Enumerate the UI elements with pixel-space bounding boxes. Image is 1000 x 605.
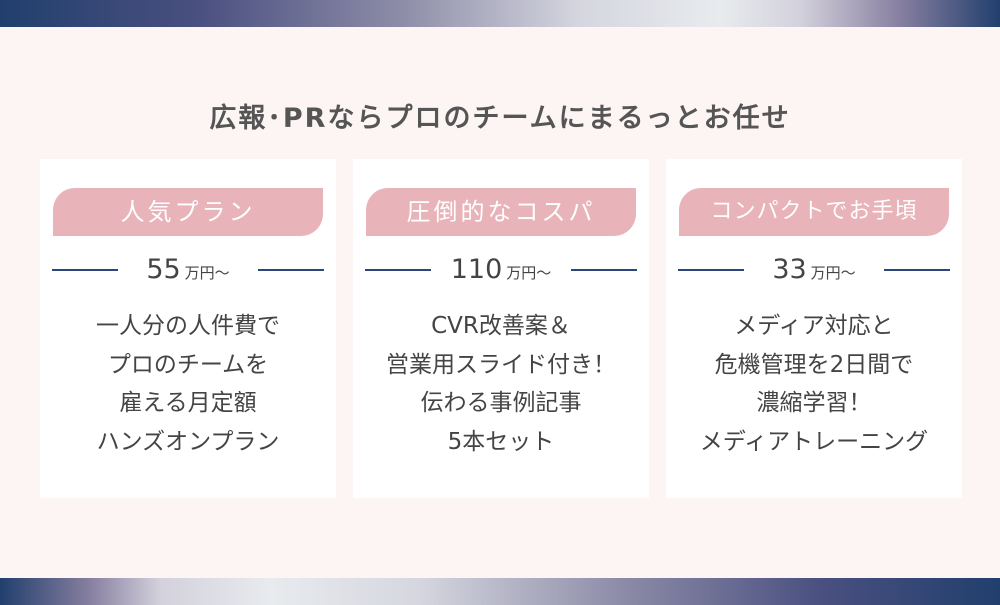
top-gradient-band bbox=[0, 0, 1000, 27]
page-title: 広報･PRならプロのチームにまるっとお任せ bbox=[209, 103, 791, 134]
divider-line bbox=[365, 269, 431, 271]
description-line: 営業用スライド付き！ bbox=[386, 351, 616, 378]
divider-line bbox=[678, 269, 744, 271]
price-number: 55 bbox=[146, 253, 181, 285]
description-line: ハンズオンプラン bbox=[96, 428, 280, 455]
price-number: 33 bbox=[772, 253, 807, 285]
description-line: 濃縮学習！ bbox=[756, 390, 872, 416]
description-line: メディアトレーニング bbox=[699, 428, 929, 455]
bottom-gradient-band bbox=[0, 578, 1000, 605]
description-line: メディア対応と bbox=[734, 313, 894, 339]
plan-description: メディア対応と 危機管理を2日間で 濃縮学習！ メディアトレーニング bbox=[666, 307, 962, 461]
divider-line bbox=[884, 269, 950, 271]
plan-badge: コンパクトでお手頃 bbox=[679, 188, 949, 236]
price-unit: 万円～ bbox=[184, 263, 230, 282]
plan-badge: 圧倒的なコスパ bbox=[366, 188, 636, 236]
description-line: CVR改善案＆ bbox=[431, 313, 571, 339]
divider-line bbox=[52, 269, 118, 271]
description-line: 一人分の人件費で bbox=[96, 313, 280, 339]
divider-line bbox=[571, 269, 637, 271]
plan-description: CVR改善案＆ 営業用スライド付き！ 伝わる事例記事 5本セット bbox=[353, 307, 649, 461]
divider-line bbox=[258, 269, 324, 271]
description-line: 危機管理を2日間で bbox=[714, 351, 914, 378]
price-number: 110 bbox=[450, 253, 503, 285]
price-unit: 万円～ bbox=[810, 263, 856, 282]
plan-badge: 人気プラン bbox=[53, 188, 323, 236]
description-line: 雇える月定額 bbox=[119, 390, 257, 416]
description-line: 5本セット bbox=[447, 428, 555, 455]
description-line: プロのチームを bbox=[107, 351, 269, 378]
plan-description: 一人分の人件費で プロのチームを 雇える月定額 ハンズオンプラン bbox=[40, 307, 336, 461]
description-line: 伝わる事例記事 bbox=[420, 390, 582, 416]
price-unit: 万円～ bbox=[506, 263, 552, 282]
